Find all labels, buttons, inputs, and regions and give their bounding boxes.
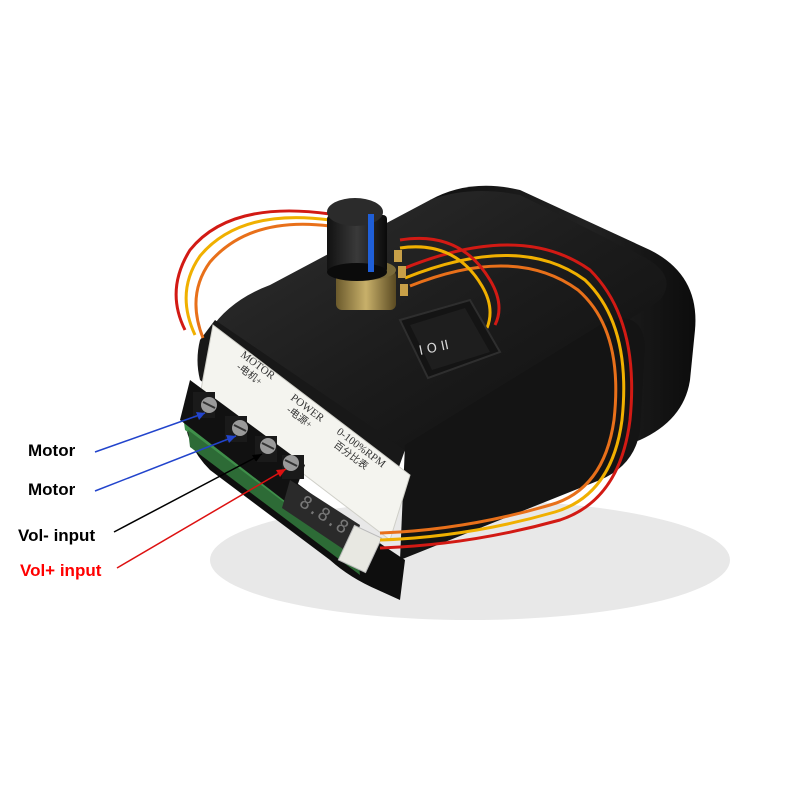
screw-terminal-block [180, 380, 305, 505]
pot-pin-3 [400, 284, 408, 296]
label-vol-minus-input: Vol- input [18, 526, 96, 545]
arrow-motor-1 [94, 412, 206, 453]
label-vol-plus-input: Vol+ input [20, 561, 102, 580]
terminal-screw-1 [193, 392, 217, 418]
arrow-motor-2 [94, 435, 237, 492]
arrow-vol-minus-head [252, 454, 262, 462]
callout-arrows [94, 412, 287, 569]
terminal-screw-4 [282, 455, 304, 479]
arrow-vol-plus-head [276, 469, 286, 477]
wire-harness [174, 209, 634, 550]
pot-pin-2 [398, 266, 406, 278]
label-motor-1: Motor [28, 441, 76, 460]
arrow-vol-plus [116, 468, 287, 569]
arrow-motor-2-head [226, 435, 236, 443]
arrow-vol-minus [113, 453, 263, 533]
wire-connector [337, 524, 383, 574]
pot-pin-1 [394, 250, 402, 262]
switch-glyph: I O II [418, 338, 450, 359]
label-motor-2: Motor [28, 480, 76, 499]
potentiometer-knob-icon [327, 198, 408, 310]
rocker-switch-icon: I O II [398, 298, 502, 380]
arrow-motor-1-head [196, 412, 205, 420]
